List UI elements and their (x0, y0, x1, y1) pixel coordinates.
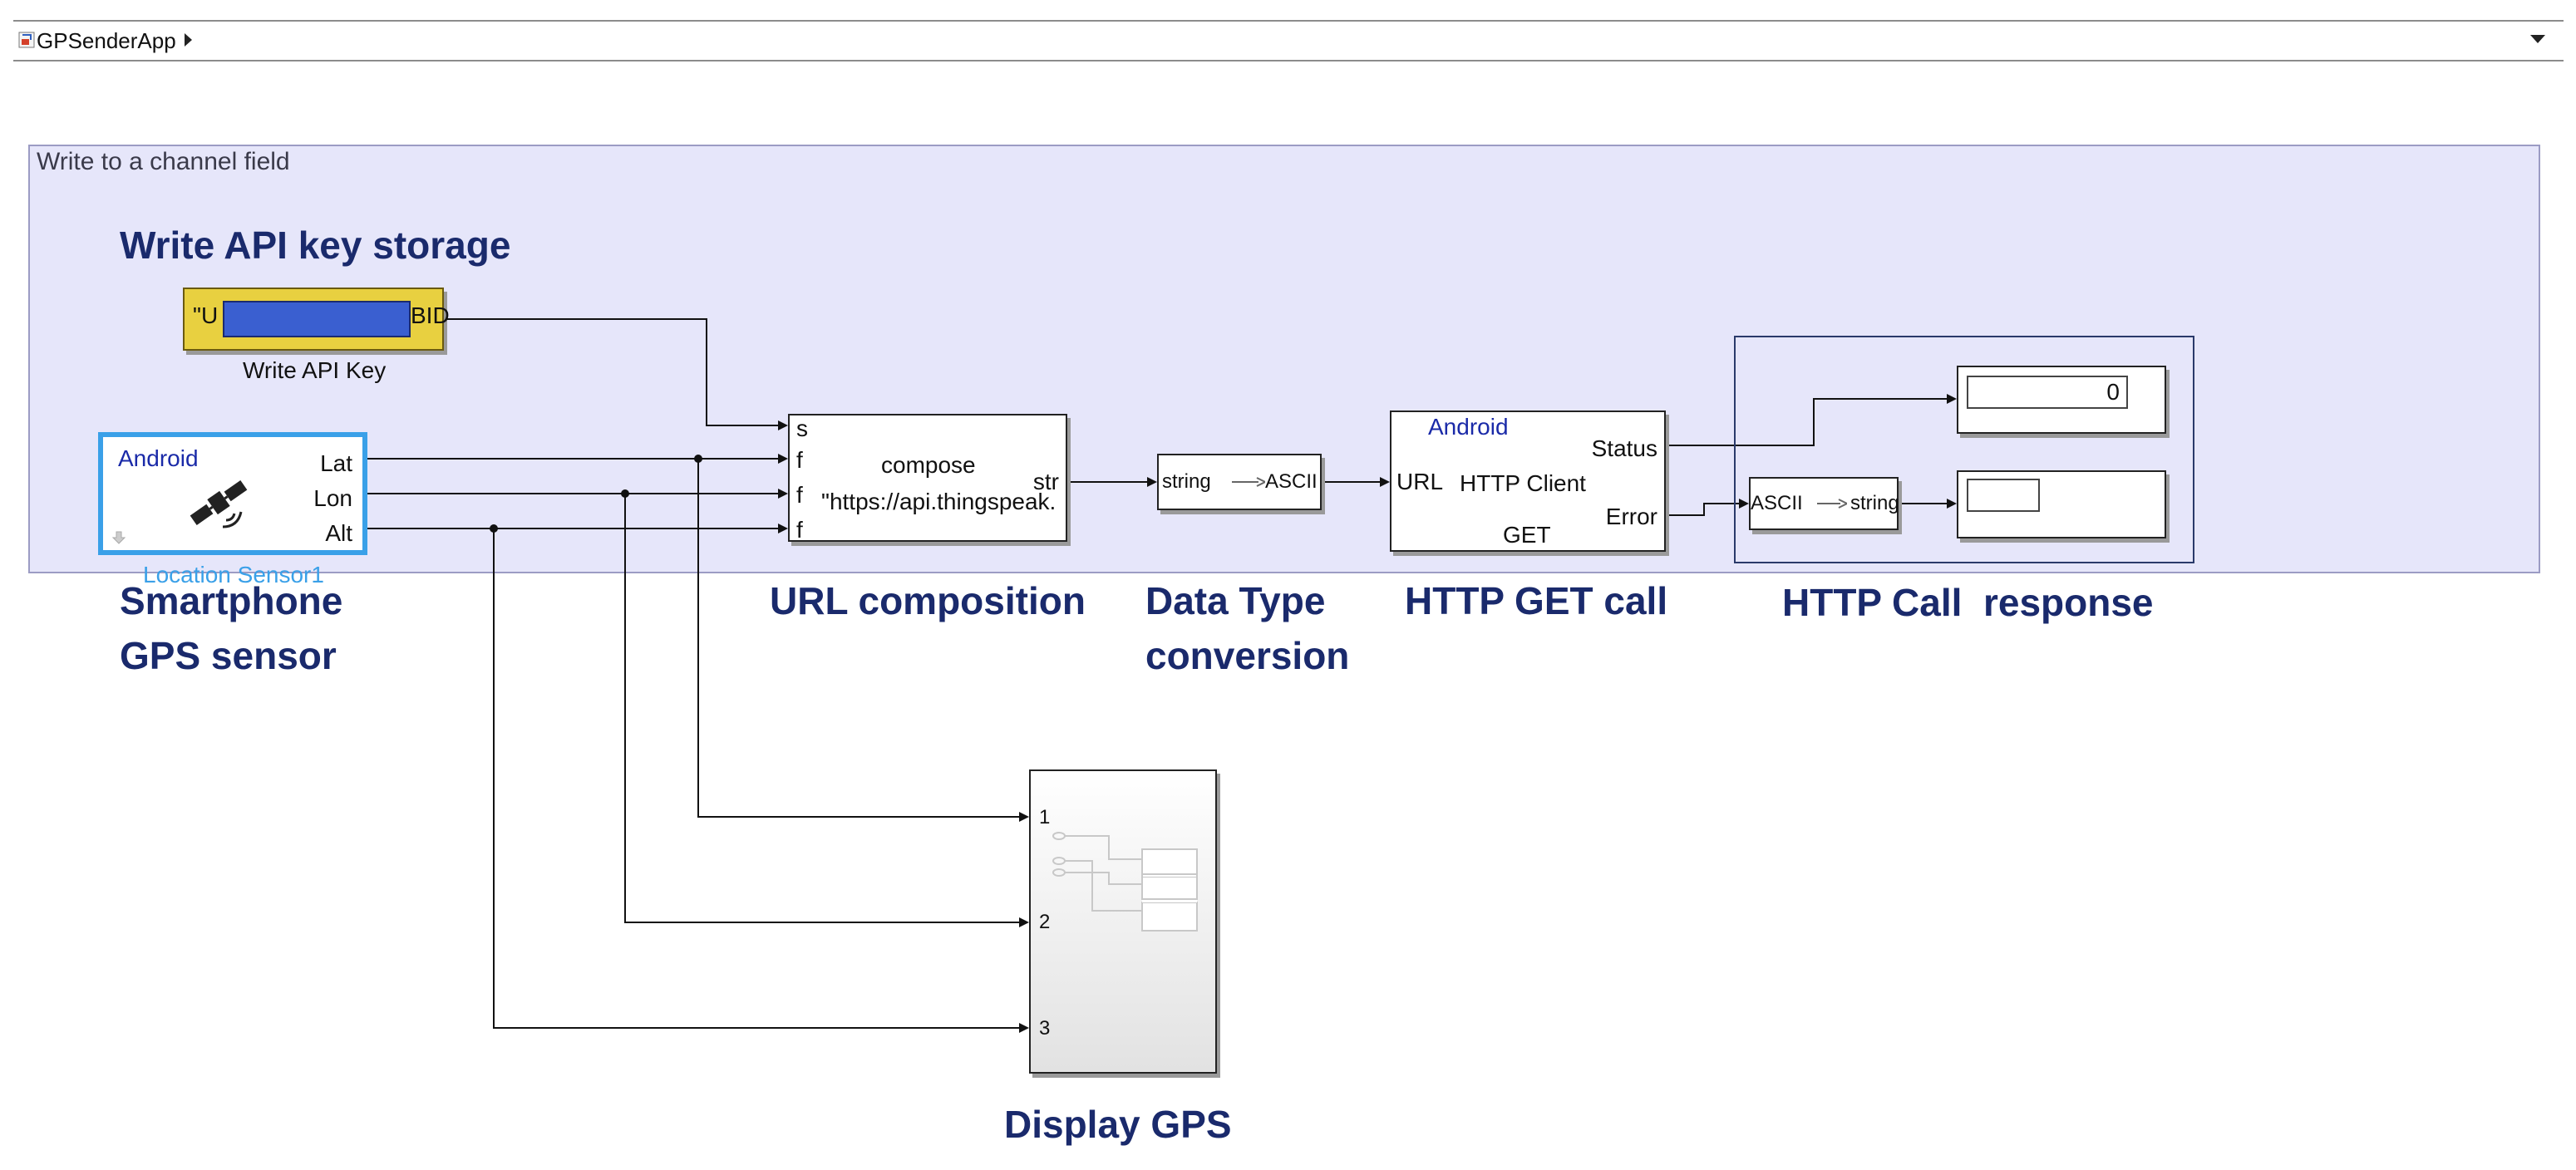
http-platform-label: Android (1428, 414, 1509, 440)
down-arrow-icon (111, 530, 126, 545)
heading-smartphone: Smartphone (120, 579, 343, 622)
heading-url-composition: URL composition (770, 579, 1086, 622)
display-gps-subsystem[interactable]: 1 2 3 (1029, 769, 1217, 1074)
heading-data-type: Data Type (1145, 579, 1326, 622)
ascii2str-to: string (1850, 492, 1899, 514)
str2ascii-to: ASCII (1265, 470, 1318, 493)
location-port-lat: Lat (320, 450, 352, 476)
http-method-label: GET (1503, 522, 1551, 548)
compose-input-f3: f (796, 517, 803, 543)
right-arrow-icon (1232, 475, 1268, 489)
display-port-2: 2 (1039, 911, 1051, 933)
error-display-block[interactable] (1957, 470, 2166, 538)
heading-http-call-response: HTTP Call response (1782, 581, 2154, 624)
breadcrumb-model-name[interactable]: GPSenderApp (37, 28, 176, 53)
ascii-to-string-block[interactable]: ASCII string (1749, 477, 1899, 530)
compose-function: compose (881, 452, 976, 478)
error-display-field (1967, 479, 2040, 512)
subsystem-preview-icon (1042, 826, 1209, 951)
http-output-error: Error (1605, 504, 1657, 529)
http-client-block[interactable]: Android URL HTTP Client GET Status Error (1390, 410, 1666, 552)
api-key-caption: Write API Key (243, 357, 387, 383)
http-output-status: Status (1591, 435, 1657, 461)
heading-conversion: conversion (1145, 634, 1350, 677)
http-input-url: URL (1396, 469, 1444, 494)
compose-block[interactable]: s f f f compose "https://api.thingspeak.… (788, 414, 1067, 543)
status-display-block[interactable]: 0 (1957, 366, 2166, 434)
compose-input-f2: f (796, 482, 803, 508)
model-icon (18, 32, 35, 48)
string-to-ascii-block[interactable]: string ASCII (1157, 454, 1322, 510)
compose-input-f1: f (796, 447, 803, 473)
location-platform-label: Android (118, 445, 199, 471)
heading-display-gps: Display GPS (1004, 1103, 1232, 1146)
heading-gps-sensor: GPS sensor (120, 634, 337, 677)
display-port-1: 1 (1039, 806, 1051, 828)
api-key-redaction (223, 301, 411, 337)
location-port-alt: Alt (325, 520, 352, 546)
location-sensor-block[interactable]: Android Lat Lon Alt (98, 432, 367, 555)
heading-http-get-call: HTTP GET call (1405, 579, 1668, 622)
ascii2str-from: ASCII (1751, 492, 1803, 514)
location-port-lon: Lon (313, 485, 352, 511)
breadcrumb-expand-arrow-icon[interactable] (185, 33, 192, 47)
breadcrumb-dropdown-icon[interactable] (2530, 35, 2545, 43)
api-key-text-start: "U (193, 302, 219, 328)
status-display-field: 0 (1967, 376, 2128, 409)
http-response-group[interactable] (1734, 336, 2194, 563)
compose-format-string: "https://api.thingspeak. (821, 489, 1057, 514)
api-key-text-end: BID (411, 302, 450, 328)
compose-output-str: str (1032, 469, 1059, 494)
compose-input-s: s (796, 415, 808, 441)
status-display-value: 0 (2106, 379, 2120, 405)
model-breadcrumb-bar: GPSenderApp (13, 20, 2564, 61)
satellite-icon (185, 472, 253, 533)
area-title: Write to a channel field (37, 148, 290, 175)
display-port-3: 3 (1039, 1017, 1051, 1040)
right-arrow-icon (1817, 497, 1849, 510)
http-client-label: HTTP Client (1460, 470, 1586, 496)
str2ascii-from: string (1162, 470, 1211, 493)
location-sensor-caption: Location Sensor1 (143, 562, 324, 587)
heading-api-key-storage: Write API key storage (120, 224, 511, 267)
write-api-key-block[interactable]: "U BID (183, 288, 450, 351)
